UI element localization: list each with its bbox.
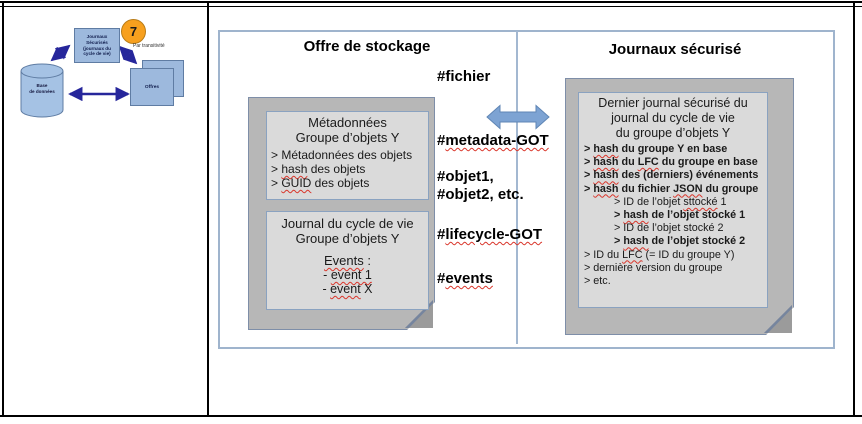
secure-journal-item: > hash du fichier JSON du groupe [584,182,759,195]
secure-journal-card-title-line3: du groupe d’objets Y [615,126,731,140]
hashtag-fichier: #fichier [437,68,491,85]
frame-top-line-outer [0,1,862,3]
mini-journals-line1: Journaux [86,34,108,40]
hashtag-objet1: #objet1, [437,168,494,185]
lifecycle-card-event: - event 1 [323,268,372,282]
secure-journal-card: Dernier journal sécurisé du journal du c… [578,92,768,308]
secure-journal-item: > ID de l’objet sttocké 1 [614,195,727,208]
hashtag-events: #events [437,270,493,287]
transitivity-label: Par transitivité [133,43,165,49]
lifecycle-card-title-line2: Groupe d’objets Y [295,231,400,246]
database-cylinder [20,63,64,118]
lifecycle-card-events-heading: Events : [324,253,371,268]
database-label-line1: Base [36,83,48,88]
secure-journal-card-title-line1: Dernier journal sécurisé du [598,96,748,110]
secure-journal-item: > ID de l’objet stocké 2 [614,222,724,235]
lifecycle-card-event: - event X [322,282,373,296]
metadata-card: Métadonnées Groupe d’objets Y > Métadonn… [266,111,429,200]
frame-left-line [2,1,4,417]
secure-journal-item: > hash du groupe Y en base [584,143,728,155]
mini-journals-line2: Sécurisés [86,39,108,45]
frame-top-line-inner [0,6,862,7]
offers-front-square: Offres [130,68,174,106]
journals-panel-title: Journaux sécurisé [608,41,742,58]
mini-journals-line3: (journaux du [83,45,111,51]
table-cell-divider [207,1,209,416]
secure-journal-item: > dernière version du groupe [584,261,723,274]
figure-column-divider [516,31,518,344]
hashtag-lifecycle-got: #lifecycle-GOT [437,226,543,243]
mini-journals-line4: cycle de vie) [83,51,111,57]
hashtag-objet2: #objet2, etc. [437,186,524,203]
secure-journals-mini-box: Journaux Sécurisés (journaux du cycle de… [74,28,120,63]
journals-offers-dashed-double-arrow [118,45,138,65]
database-label: Base de données [21,83,63,95]
secure-journal-card-title-line2: journal du cycle de vie [611,111,735,125]
secure-journal-item: > hash des (derniers) événements [584,169,759,182]
metadata-card-title-line1: Métadonnées [308,115,387,130]
step-badge: 7 [121,19,146,44]
lifecycle-card: Journal du cycle de vie Groupe d’objets … [266,211,429,310]
secure-journal-item: > hash de l’objet stocké 2 [614,235,746,248]
metadata-card-item: > GUID des objets [271,176,370,190]
metadata-card-title-line2: Groupe d’objets Y [295,130,400,145]
lifecycle-card-title-line1: Journal du cycle de vie [281,216,414,231]
secure-journal-item: > ID du LFC (= ID du groupe Y) [584,248,735,261]
mini-diagram-shapes [20,44,138,118]
metadata-card-item: > hash des objets [271,162,366,176]
secure-journal-item: > hash du LFC du groupe en base [584,156,758,169]
storage-panel-title: Offre de stockage [303,38,431,55]
db-journals-double-arrow [50,44,71,62]
frame-right-line [853,1,855,417]
sync-double-arrow [486,104,550,130]
hashtag-metadata-got: #metadata-GOT [437,132,549,149]
step-badge-number: 7 [129,24,138,39]
frame-bottom-line [0,415,862,417]
offers-label: Offres [144,84,160,90]
metadata-card-item: > Métadonnées des objets [271,148,413,162]
secure-journal-item: > etc. [584,275,611,288]
database-label-line2: de données [29,89,55,95]
secure-journal-item: > hash de l’objet stocké 1 [614,209,746,222]
